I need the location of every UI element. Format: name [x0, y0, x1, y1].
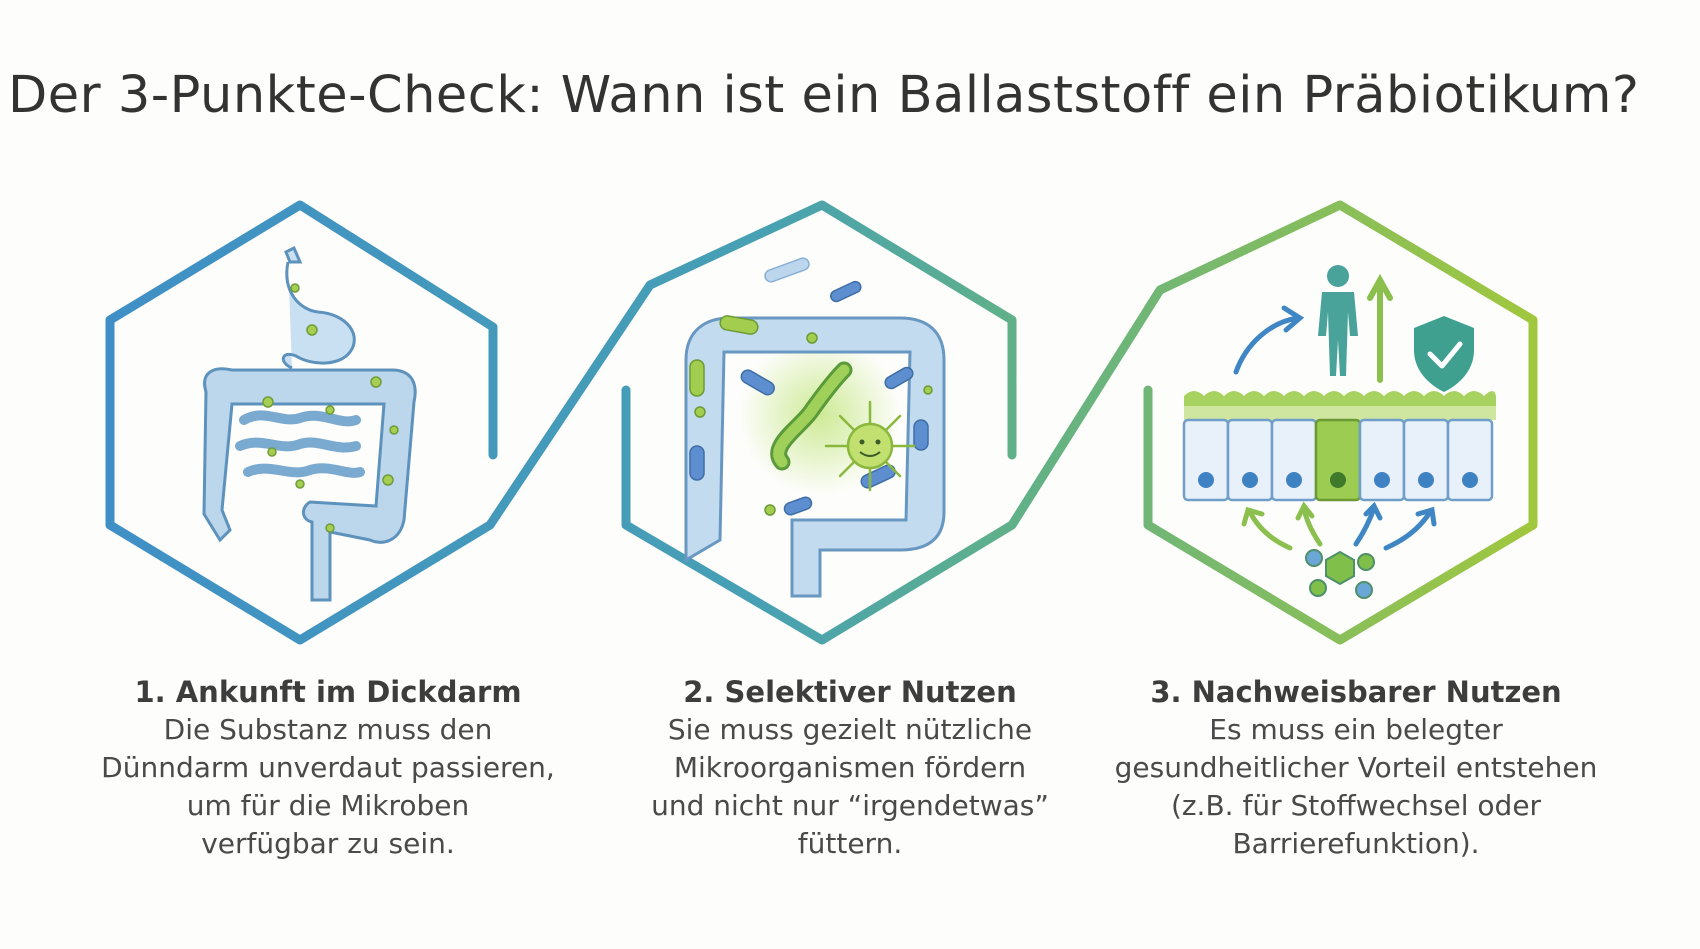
gut-barrier-health-icon	[1182, 265, 1496, 599]
step-2-heading: 2. Selektiver Nutzen	[683, 675, 1017, 709]
step-3-line: Es muss ein belegter	[1209, 713, 1503, 746]
shield-check-icon	[1414, 316, 1474, 392]
person-icon	[1318, 265, 1358, 376]
step-1-caption: 1. Ankunft im Dickdarm Die Substanz muss…	[68, 673, 588, 863]
step-3-caption: 3. Nachweisbarer Nutzen Es muss ein bele…	[1096, 673, 1616, 863]
step-1-line: um für die Mikroben	[186, 789, 470, 822]
curved-arrow-icon	[1233, 305, 1305, 375]
step-3-line: Barrierefunktion).	[1232, 827, 1480, 860]
step-2-caption: 2. Selektiver Nutzen Sie muss gezielt nü…	[590, 673, 1110, 863]
hexagon-chain-outline	[105, 200, 1538, 645]
step-3-line: (z.B. für Stoffwechsel oder	[1170, 789, 1542, 822]
step-2-line: Mikroorganismen fördern	[673, 751, 1027, 784]
epithelial-cell-row	[1182, 418, 1494, 502]
page-title: Der 3-Punkte-Check: Wann ist ein Ballast…	[8, 66, 1640, 125]
molecule-cluster-icon	[1305, 549, 1375, 599]
step-1-line: verfügbar zu sein.	[201, 827, 455, 860]
step-2-line: und nicht nur “irgendetwas”	[651, 789, 1049, 822]
step-3-line: gesundheitlicher Vorteil entstehen	[1114, 751, 1598, 784]
up-arrow-icon	[1367, 273, 1393, 383]
step-1-heading: 1. Ankunft im Dickdarm	[134, 675, 522, 709]
step-1-line: Dünndarm unverdaut passieren,	[101, 751, 555, 784]
intestine-icon	[202, 245, 417, 602]
step-1-line: Die Substanz muss den	[163, 713, 493, 746]
colon-microbes-icon	[684, 257, 946, 598]
smiling-microbe-icon	[824, 400, 916, 492]
step-2-line: füttern.	[797, 827, 903, 860]
nutrient-arrows-icon	[1241, 501, 1437, 551]
step-2-line: Sie muss gezielt nützliche	[667, 713, 1033, 746]
step-3-heading: 3. Nachweisbarer Nutzen	[1150, 675, 1562, 709]
